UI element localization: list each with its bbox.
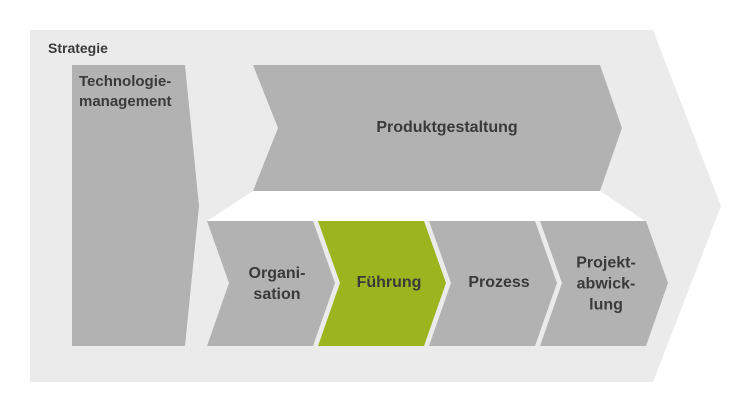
chain-step-projektabwicklung xyxy=(540,221,668,346)
chain-step-fuehrung xyxy=(318,221,446,346)
strategie-label: Strategie xyxy=(48,40,108,56)
technologiemanagement-block xyxy=(72,65,199,346)
chain-step-organisation xyxy=(207,221,335,346)
produktgestaltung-label: Produktgestaltung xyxy=(376,119,518,136)
produktgestaltung-arrow xyxy=(253,65,622,191)
chain-label-projektabwicklung: Projekt- abwick- lung xyxy=(576,254,636,314)
technologiemanagement-label: Technologie- management xyxy=(79,73,172,110)
chain-label-prozess: Prozess xyxy=(468,274,530,291)
chain-label-organisation: Organi- sation xyxy=(248,265,306,303)
transition-band xyxy=(207,191,645,221)
chain-step-prozess xyxy=(429,221,557,346)
chain-label-fuehrung: Führung xyxy=(356,274,422,291)
